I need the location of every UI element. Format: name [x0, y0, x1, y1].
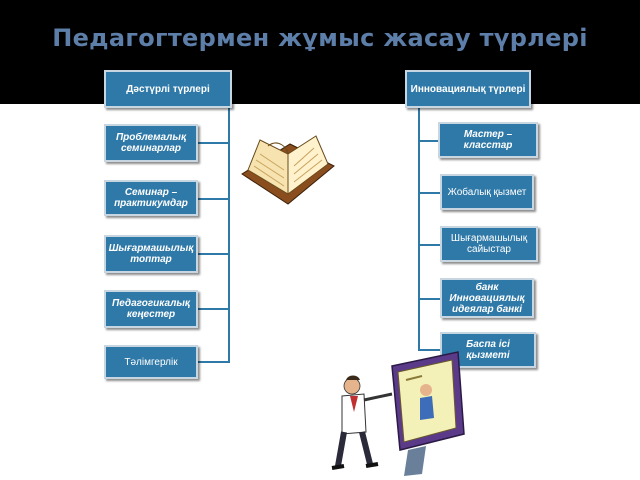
- right-item-2: Жобалық қызмет: [440, 174, 534, 210]
- left-item-4: Педагогикалық кеңестер: [104, 290, 198, 328]
- slide-title: Педагогтермен жұмыс жасау түрлері: [52, 24, 588, 52]
- left-item-1-label: Проблемалық семинарлар: [115, 132, 187, 154]
- right-branch-2: [418, 192, 440, 194]
- left-branch-1: [198, 142, 230, 144]
- right-branch-3: [418, 244, 440, 246]
- right-branch-1: [418, 140, 440, 142]
- left-item-3: Шығармашылық топтар: [104, 235, 198, 273]
- right-item-1-label: Мастер – класстар: [463, 129, 513, 151]
- left-branch-4: [198, 308, 230, 310]
- right-branch-4: [418, 298, 440, 300]
- left-item-5: Тәлімгерлік: [104, 345, 198, 379]
- right-item-5-label: Баспа ісі қызметі: [466, 339, 510, 361]
- left-item-2-label: Семинар – практикумдар: [114, 187, 188, 209]
- left-item-5-label: Тәлімгерлік: [124, 356, 178, 368]
- title-band: [0, 0, 640, 104]
- right-item-4-label: банк Инновациялық идеялар банкі: [449, 281, 525, 315]
- left-item-1: Проблемалық семинарлар: [104, 124, 198, 162]
- right-item-3-label: Шығармашылық сайыстар: [450, 233, 528, 255]
- right-trunk-line: [418, 108, 420, 350]
- right-header-box: Инновациялық түрлері: [405, 70, 531, 108]
- left-header-box: Дәстүрлі түрлері: [104, 70, 232, 108]
- right-item-4: банк Инновациялық идеялар банкі: [440, 278, 534, 318]
- left-trunk-line: [228, 108, 230, 362]
- left-branch-3: [198, 253, 230, 255]
- presenter-icon: [331, 351, 465, 476]
- right-item-3: Шығармашылық сайыстар: [440, 226, 538, 262]
- left-branch-2: [198, 198, 230, 200]
- right-header-label: Инновациялық түрлері: [410, 83, 526, 95]
- right-item-1: Мастер – класстар: [438, 122, 538, 158]
- right-item-2-label: Жобалық қызмет: [447, 186, 527, 198]
- right-branch-5: [418, 349, 440, 351]
- left-item-4-label: Педагогикалық кеңестер: [112, 298, 190, 320]
- open-book-icon: [241, 135, 335, 205]
- left-branch-5: [198, 361, 230, 363]
- left-header-label: Дәстүрлі түрлері: [126, 83, 210, 95]
- left-item-2: Семинар – практикумдар: [104, 180, 198, 216]
- left-item-3-label: Шығармашылық топтар: [108, 243, 194, 265]
